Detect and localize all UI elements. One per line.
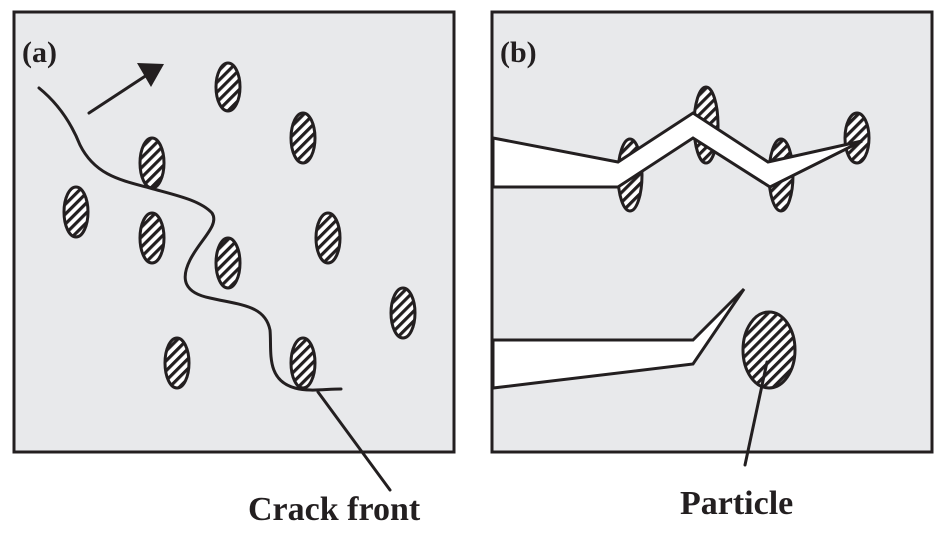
propagation-arrow-icon	[87, 63, 164, 115]
particle	[163, 336, 191, 390]
particle	[214, 236, 242, 290]
particle	[138, 136, 166, 190]
particle	[289, 336, 317, 390]
straight-crack	[491, 287, 746, 390]
panel-b: (b)	[490, 10, 934, 467]
crack-front-leader	[316, 390, 392, 492]
particle	[214, 61, 242, 113]
particle	[289, 111, 317, 165]
particle-leader	[743, 360, 769, 467]
large-particle	[741, 310, 797, 390]
crack-front-line	[37, 86, 343, 392]
panel-b-frame	[490, 10, 934, 454]
particle	[843, 111, 871, 165]
panel-a-label: (a)	[22, 36, 57, 69]
particle	[138, 211, 166, 265]
particle-label: Particle	[680, 485, 793, 522]
deflected-crack	[491, 111, 863, 189]
crack-front-label: Crack front	[248, 491, 421, 528]
panel-a: (a)	[12, 10, 456, 492]
particle	[62, 185, 90, 239]
particle	[389, 286, 417, 340]
particles-a	[62, 61, 417, 390]
panel-b-label: (b)	[500, 36, 537, 69]
particle	[314, 211, 342, 265]
